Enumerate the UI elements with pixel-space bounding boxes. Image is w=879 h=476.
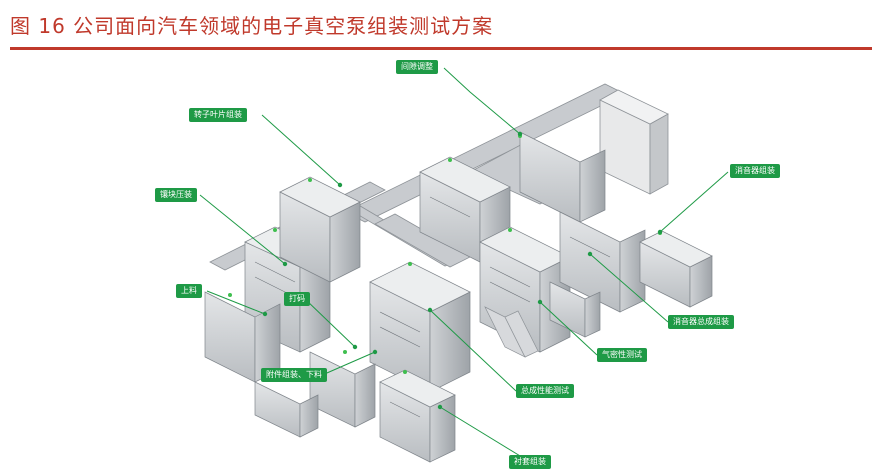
label-performance-test: 总成性能测试 <box>516 384 574 398</box>
production-line-illustration <box>199 67 729 463</box>
assembly-line-diagram: 间隙调整 转子叶片组装 镶块压装 消音器组装 上料 打码 消音器总成组装 气密性… <box>0 52 879 476</box>
leader-dots <box>262 131 663 410</box>
label-loading: 上料 <box>176 284 202 298</box>
status-lights <box>228 134 662 374</box>
label-muffler: 消音器组装 <box>730 164 780 178</box>
label-block-press: 镶块压装 <box>155 188 197 202</box>
label-rotor-blade: 转子叶片组装 <box>189 108 247 122</box>
label-muffler-assembly: 消音器总成组装 <box>668 315 734 329</box>
title-rule <box>10 47 872 50</box>
staircase <box>484 306 539 358</box>
figure-title: 图 16 公司面向汽车领域的电子真空泵组装测试方案 <box>10 14 494 38</box>
label-marking: 打码 <box>284 292 310 306</box>
label-sleeve: 衬套组装 <box>509 455 551 469</box>
label-accessory-unload: 附件组装、下料 <box>261 368 327 382</box>
leader-lines <box>199 67 729 463</box>
cabinet <box>599 89 669 195</box>
label-airtight-test: 气密性测试 <box>597 348 647 362</box>
label-gap-adjust: 间隙调整 <box>396 60 438 74</box>
machine-details <box>254 196 611 418</box>
